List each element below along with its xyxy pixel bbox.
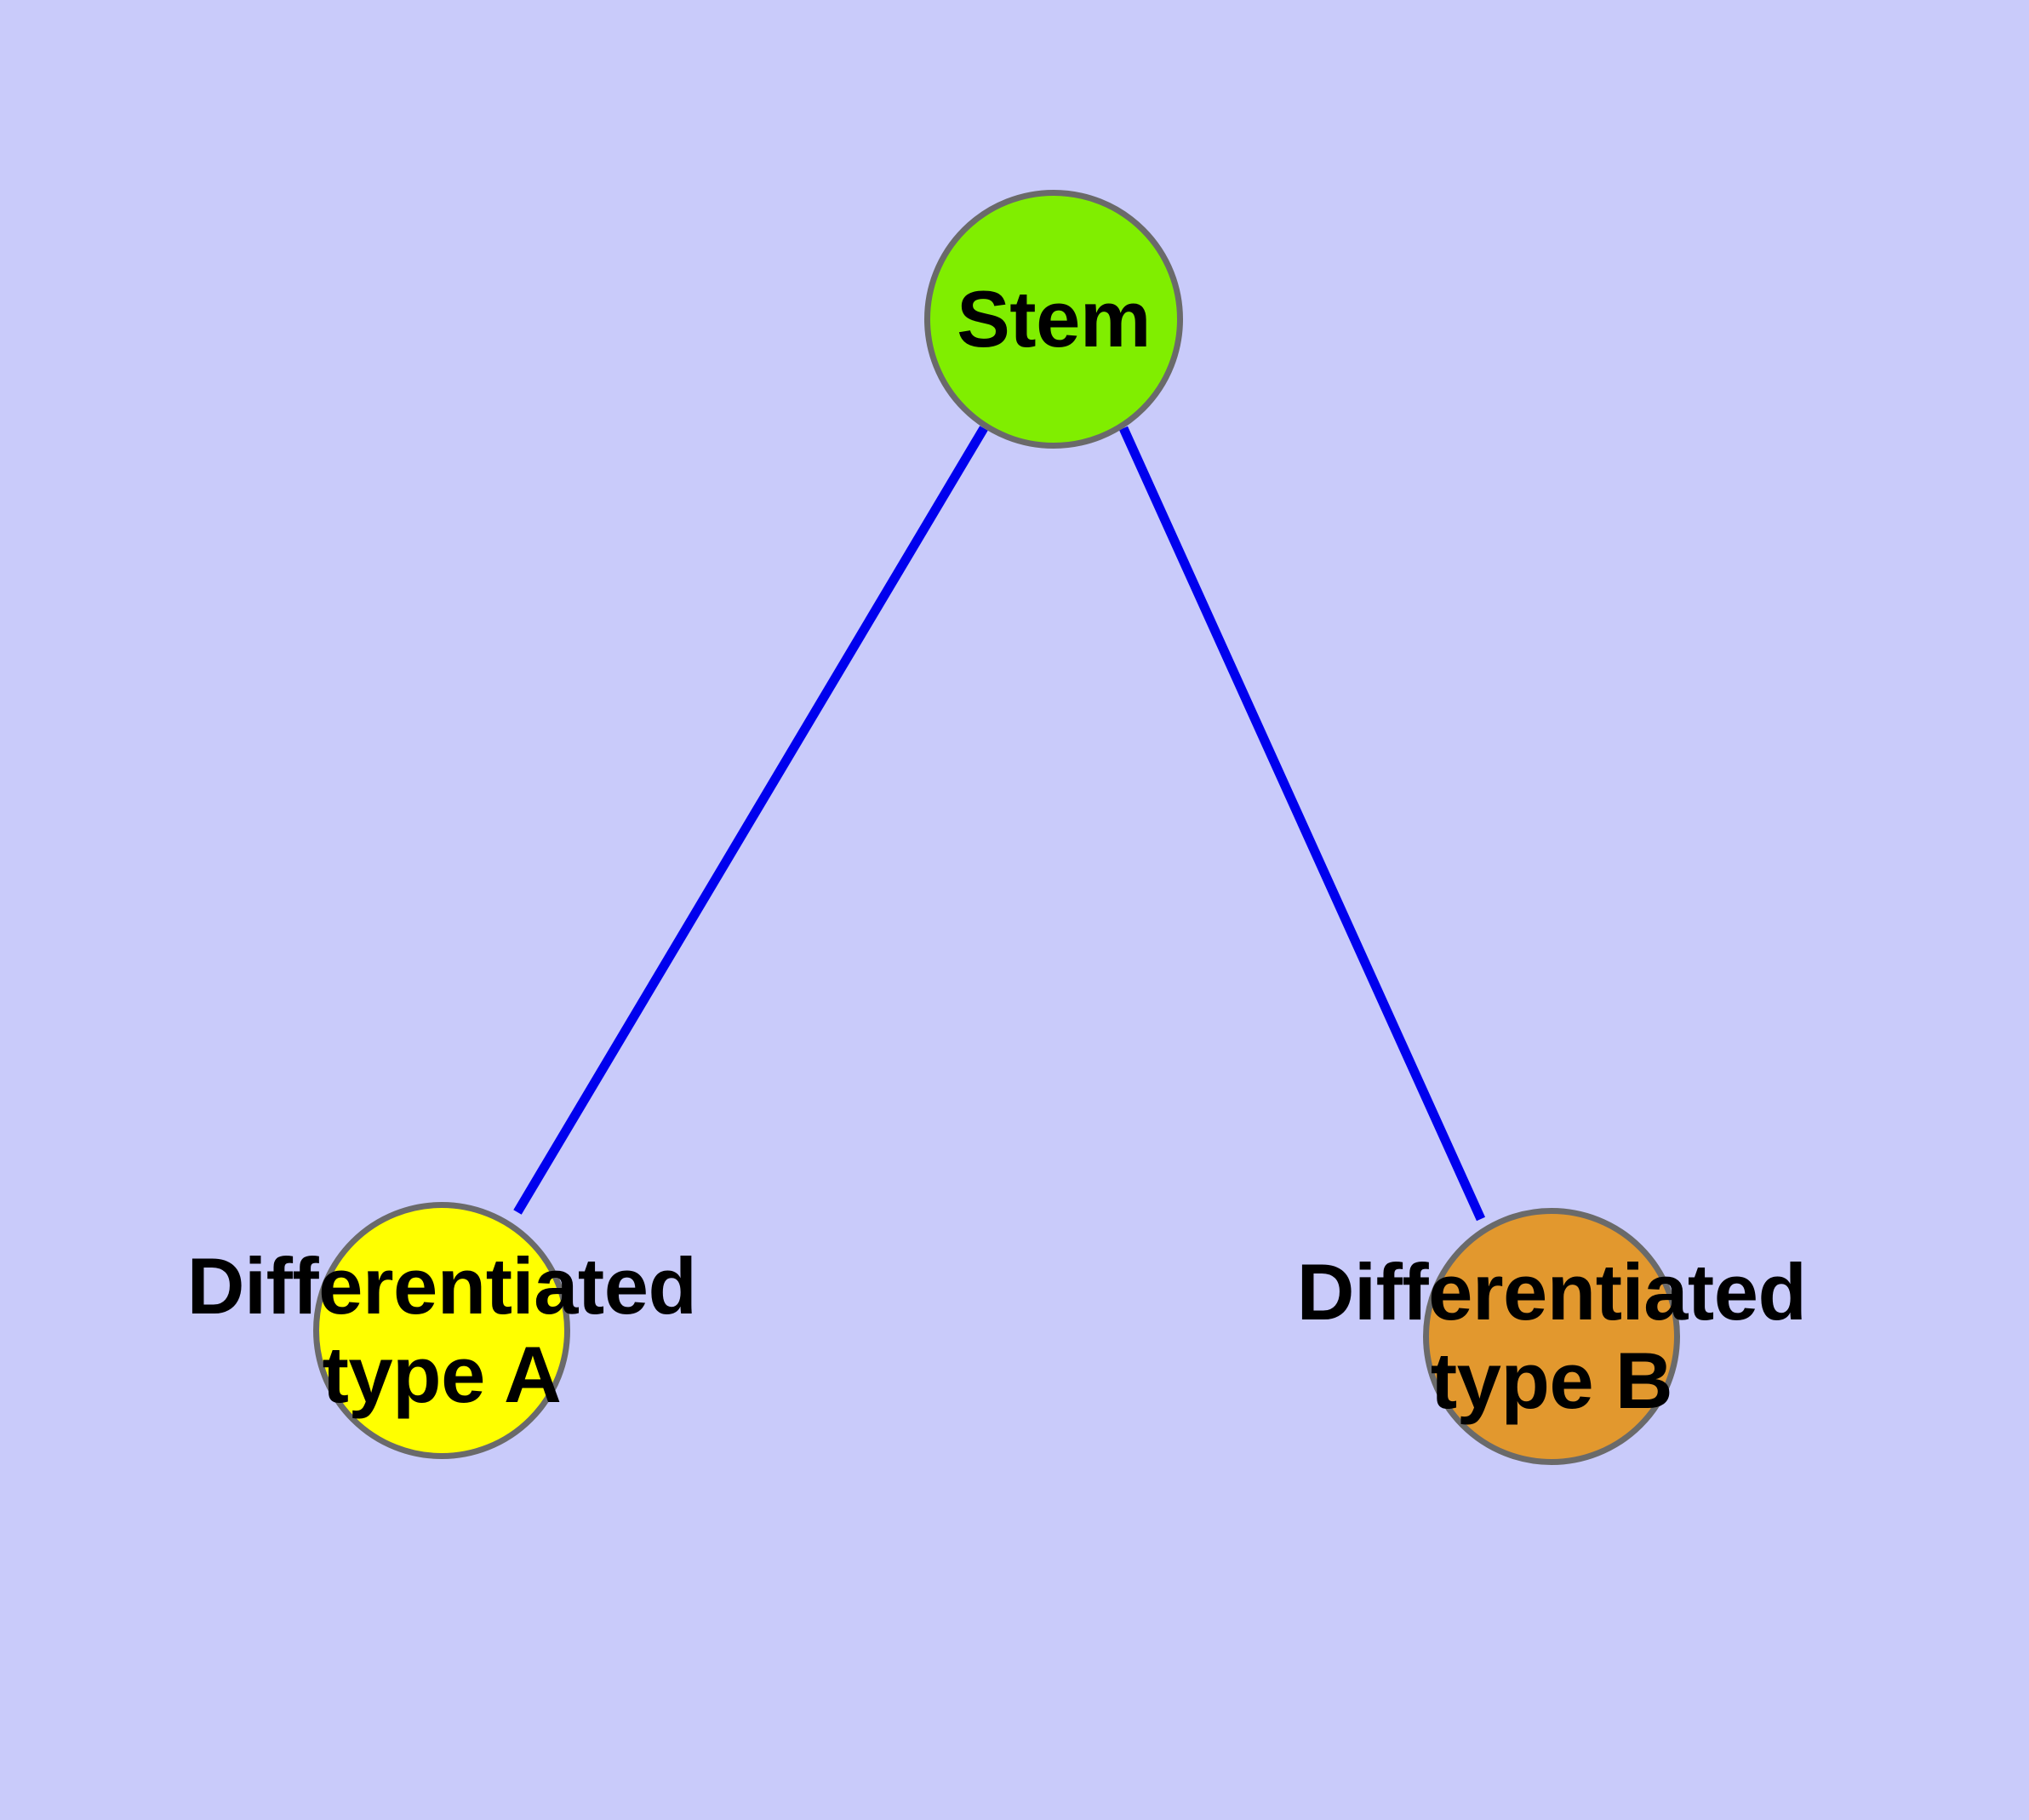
- edge-stem-to-differentiated-type-b[interactable]: [1118, 426, 1486, 1222]
- node-differentiated-type-b[interactable]: [1423, 1208, 1680, 1465]
- node-stem[interactable]: [924, 190, 1183, 449]
- node-differentiated-type-a[interactable]: [313, 1202, 570, 1459]
- edge-stem-to-differentiated-type-a[interactable]: [513, 426, 988, 1215]
